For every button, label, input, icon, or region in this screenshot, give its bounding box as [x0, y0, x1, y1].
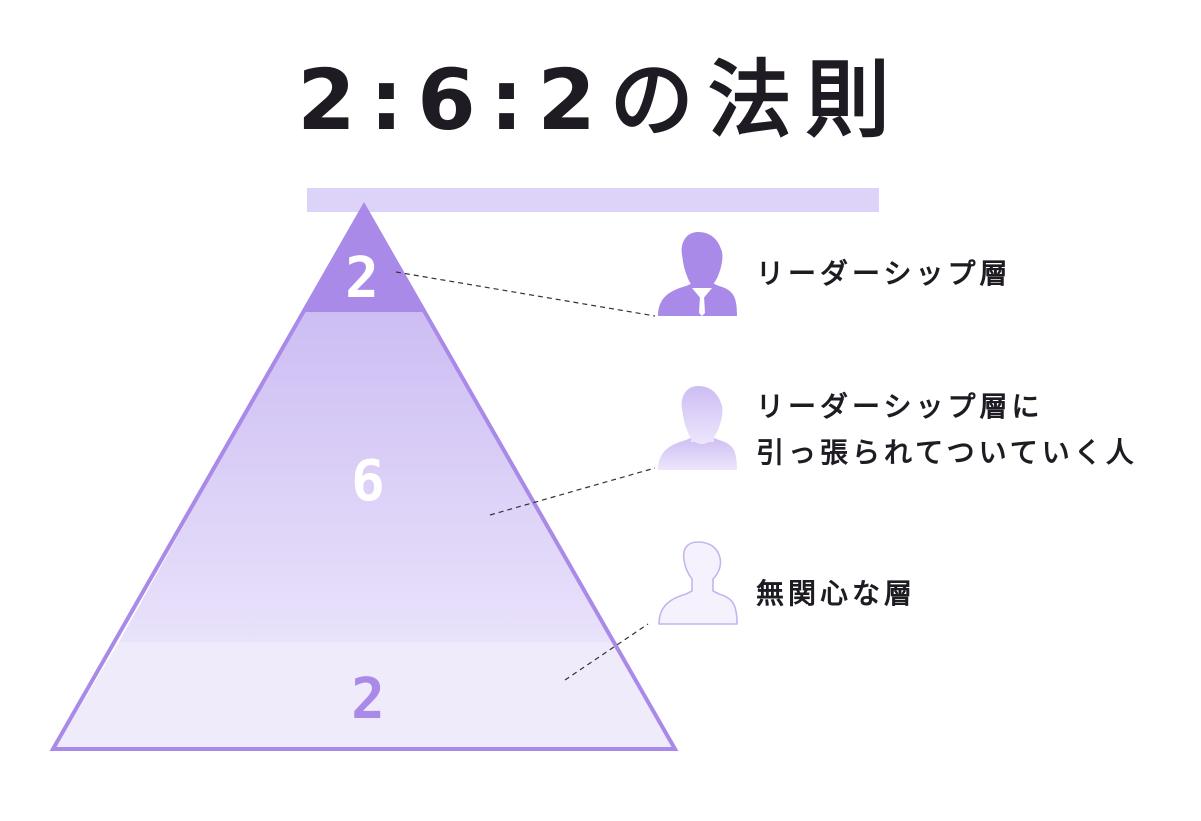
title-underline — [307, 188, 879, 212]
layer-label-middle-line2: 引っ張られてついていく人 — [756, 436, 1138, 469]
leader-line-bottom — [564, 623, 649, 681]
pyramid-bottom-number: 2 — [351, 667, 385, 732]
layer-label-bottom: 無関心な層 — [756, 577, 917, 610]
pyramid-layer-bottom — [55, 642, 673, 748]
person-icon — [658, 386, 737, 470]
pyramid-top-number: 2 — [345, 246, 379, 311]
leader-line-middle — [489, 467, 656, 516]
leader-line-top — [395, 271, 656, 317]
pyramid-middle-number: 6 — [351, 449, 385, 514]
layer-label-middle-line1: リーダーシップ層に — [756, 390, 1044, 423]
layer-label-top: リーダーシップ層 — [756, 257, 1012, 290]
pyramid-outline — [49, 201, 679, 751]
page-title: 2:6:2の法則 — [297, 51, 904, 149]
person-suit-icon — [658, 232, 737, 316]
title-block — [0, 52, 1201, 212]
person-outline-icon — [658, 541, 738, 625]
pyramid-layer-middle — [119, 312, 612, 642]
pyramid-layer-top — [302, 208, 426, 312]
